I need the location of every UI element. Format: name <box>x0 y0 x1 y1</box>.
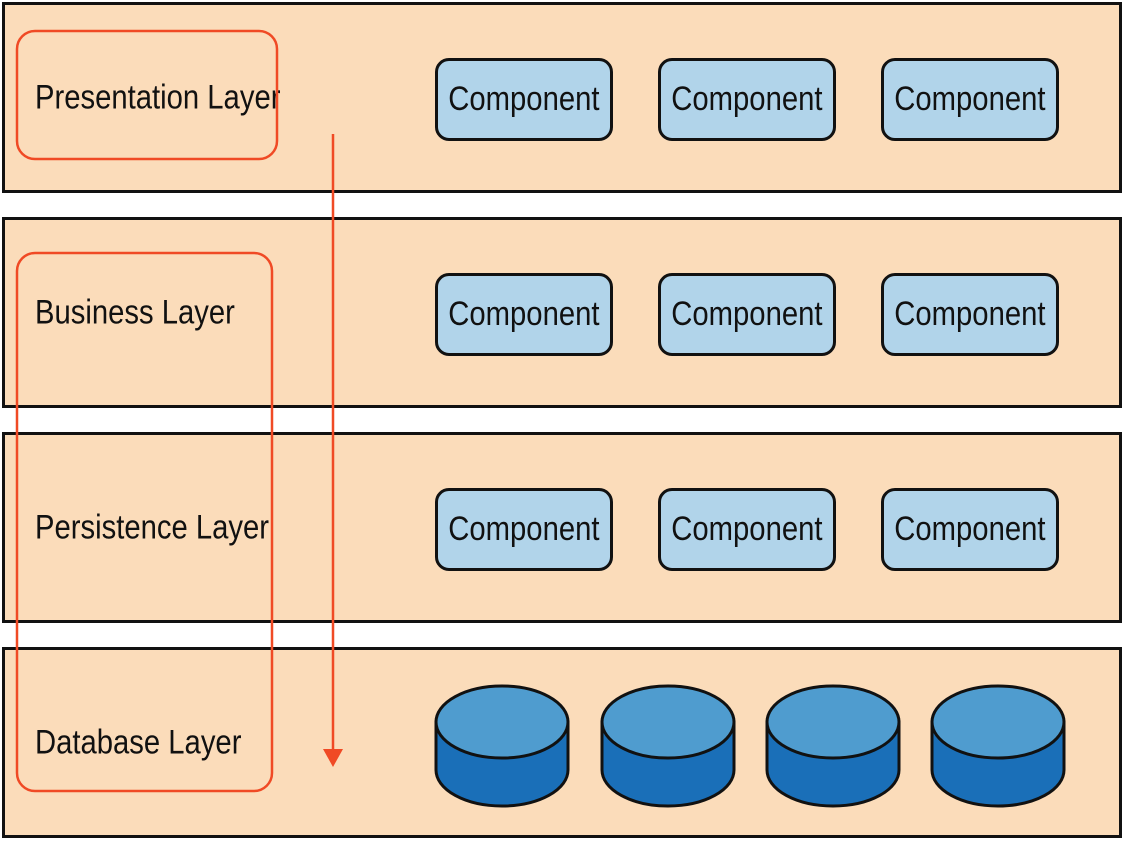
presentation-layer: Presentation Layer Component Component C… <box>2 2 1122 193</box>
component-box: Component <box>435 58 613 141</box>
business-layer: Business Layer Component Component Compo… <box>2 217 1122 408</box>
component-box: Component <box>881 58 1059 141</box>
component-box: Component <box>435 488 613 571</box>
database-icon <box>600 684 736 808</box>
component-box: Component <box>881 273 1059 356</box>
component-box: Component <box>658 58 836 141</box>
persistence-layer: Persistence Layer Component Component Co… <box>2 432 1122 623</box>
layer-label: Persistence Layer <box>35 508 270 546</box>
component-box: Component <box>658 488 836 571</box>
layer-label: Business Layer <box>35 293 235 331</box>
component-box: Component <box>658 273 836 356</box>
database-icon <box>434 684 570 808</box>
layer-label: Database Layer <box>35 723 242 761</box>
component-box: Component <box>435 273 613 356</box>
database-icon <box>930 684 1066 808</box>
database-icon <box>765 684 901 808</box>
component-box: Component <box>881 488 1059 571</box>
layer-label: Presentation Layer <box>35 78 281 116</box>
database-layer: Database Layer <box>2 647 1122 838</box>
